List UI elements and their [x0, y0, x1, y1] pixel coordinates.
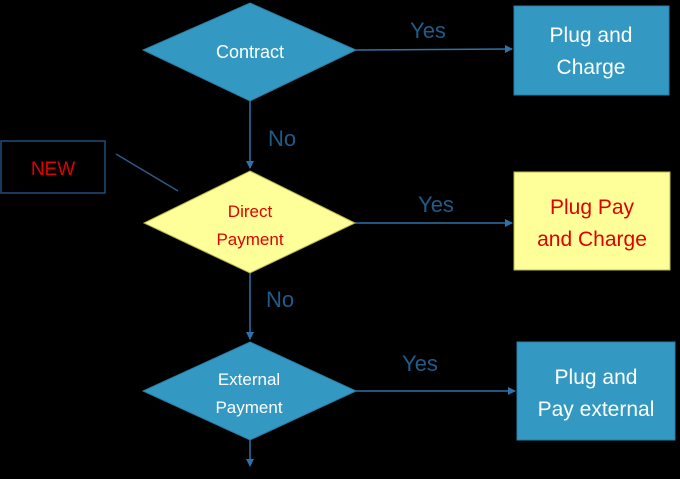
decision-direct-payment-shape — [142, 170, 357, 274]
result-plug-pay-and-charge-box — [513, 171, 671, 271]
decision-external-payment-line-2: Payment — [215, 398, 282, 417]
result-plug-and-charge-line-1: Plug and — [550, 24, 633, 47]
decision-external-payment: External Payment — [141, 341, 358, 441]
result-plug-pay-and-charge-line-2: and Charge — [537, 228, 647, 251]
decision-contract-shape — [141, 2, 358, 102]
callout-leader-line — [115, 153, 179, 192]
result-plug-and-charge: Plug and Charge — [513, 5, 670, 96]
callout-new: NEW — [0, 140, 106, 194]
decision-contract: Contract — [141, 2, 358, 102]
decision-external-payment-shape — [141, 341, 358, 441]
result-plug-and-charge-line-2: Charge — [557, 56, 626, 79]
result-plug-pay-and-charge: Plug Pay and Charge — [513, 171, 671, 271]
result-plug-and-charge-box — [513, 5, 670, 96]
callout-new-box — [0, 140, 106, 194]
result-plug-and-pay-external-line-2: Pay external — [538, 398, 655, 421]
callout-new-label: NEW — [31, 159, 75, 180]
decision-direct-payment-line-2: Payment — [216, 230, 283, 249]
decision-direct-payment: Direct Payment — [142, 170, 357, 274]
edge-label-yes-3: Yes — [402, 351, 438, 376]
edge-contract-to-plug-and-charge — [355, 45, 513, 54]
edge-label-no-1: No — [268, 126, 296, 151]
result-plug-and-pay-external: Plug and Pay external — [516, 341, 676, 441]
edge-label-yes-2: Yes — [418, 192, 454, 217]
decision-direct-payment-line-1: Direct — [228, 202, 273, 221]
decision-contract-label: Contract — [216, 42, 284, 62]
result-plug-and-pay-external-line-1: Plug and — [555, 366, 638, 389]
edge-label-no-2: No — [266, 287, 294, 312]
decision-external-payment-line-1: External — [218, 370, 280, 389]
edge-label-yes-1: Yes — [410, 18, 446, 43]
result-plug-and-pay-external-box — [516, 341, 676, 441]
result-plug-pay-and-charge-line-1: Plug Pay — [550, 196, 635, 219]
